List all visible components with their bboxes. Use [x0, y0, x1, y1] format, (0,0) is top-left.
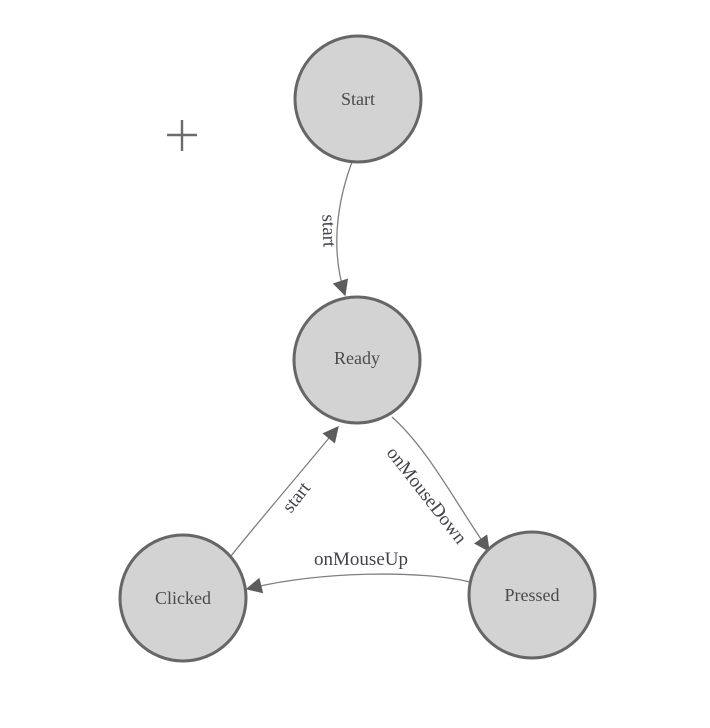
state-node-clicked-label: Clicked — [155, 588, 211, 608]
transition-path[interactable] — [332, 161, 353, 297]
state-node-clicked[interactable]: Clicked — [118, 533, 248, 663]
transition-path[interactable] — [391, 416, 490, 553]
transition-path[interactable] — [245, 573, 471, 594]
transition-path[interactable] — [230, 426, 339, 557]
transition-label: onMouseDown — [382, 443, 471, 549]
state-node-start-circle[interactable] — [293, 34, 423, 164]
state-node-pressed-label: Pressed — [505, 585, 560, 605]
transition-clicked-to-ready[interactable]: start — [230, 426, 339, 557]
state-node-ready-label: Ready — [334, 348, 380, 368]
state-node-clicked-circle[interactable] — [118, 533, 248, 663]
transition-pressed-to-clicked[interactable]: onMouseUp — [245, 549, 471, 594]
plus-crosshair-icon — [167, 120, 197, 151]
transition-start-to-ready[interactable]: start — [317, 161, 353, 297]
transition-label: start — [317, 214, 339, 248]
state-node-ready[interactable]: Ready — [292, 295, 422, 425]
state-node-start[interactable]: Start — [293, 34, 423, 164]
state-node-pressed-circle[interactable] — [467, 530, 597, 660]
state-node-pressed[interactable]: Pressed — [467, 530, 597, 660]
state-node-ready-circle[interactable] — [292, 295, 422, 425]
transition-ready-to-pressed[interactable]: onMouseDown — [382, 416, 490, 553]
transition-label: start — [278, 478, 315, 517]
state-node-start-label: Start — [341, 89, 375, 109]
transition-label: onMouseUp — [314, 549, 408, 570]
